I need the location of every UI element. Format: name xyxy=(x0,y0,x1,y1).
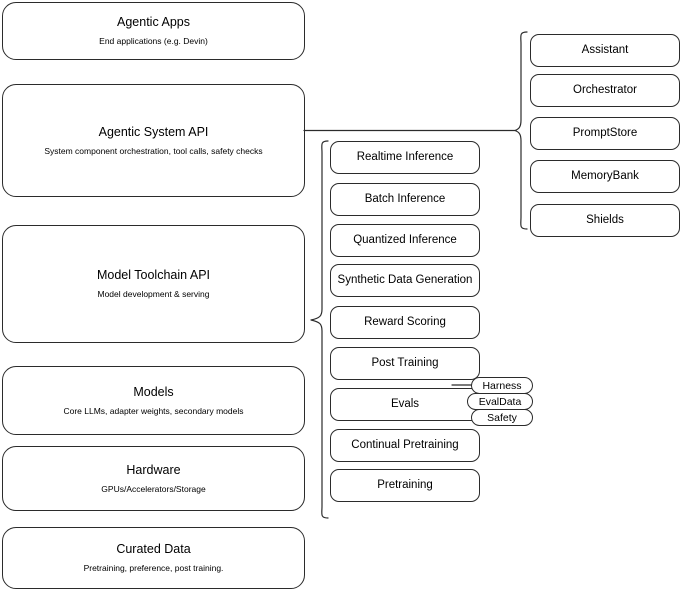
layer-subtitle: Model development & serving xyxy=(97,289,210,299)
system-component-promptstore[interactable]: PromptStore xyxy=(530,117,680,150)
toolchain-item-label: Post Training xyxy=(371,357,439,370)
layer-title: Curated Data xyxy=(116,542,191,557)
toolchain-item-realtime-inference[interactable]: Realtime Inference xyxy=(330,141,480,174)
eval-badge-label: Harness xyxy=(482,379,522,392)
layer-subtitle: GPUs/Accelerators/Storage xyxy=(101,483,206,494)
eval-badge-evaldata[interactable]: EvalData xyxy=(467,393,533,410)
toolchain-item-reward-scoring[interactable]: Reward Scoring xyxy=(330,306,480,339)
layer-title: Models xyxy=(133,384,174,399)
layer-subtitle: Core LLMs, adapter weights, secondary mo… xyxy=(63,405,244,416)
system-component-memorybank[interactable]: MemoryBank xyxy=(530,160,680,193)
brace-toolchain-items xyxy=(310,140,329,519)
toolchain-item-label: Reward Scoring xyxy=(364,316,446,329)
toolchain-item-quantized-inference[interactable]: Quantized Inference xyxy=(330,224,480,257)
layer-box-agentic-apps[interactable]: Agentic Apps End applications (e.g. Devi… xyxy=(2,2,305,60)
brace-system-components xyxy=(514,31,528,230)
layer-box-model-toolchain-api[interactable]: Model Toolchain API Model development & … xyxy=(2,225,305,343)
layer-subtitle: Pretraining, preference, post training. xyxy=(83,563,224,573)
system-component-label: MemoryBank xyxy=(571,170,639,183)
eval-badge-safety[interactable]: Safety xyxy=(471,409,533,426)
toolchain-item-pretraining[interactable]: Pretraining xyxy=(330,469,480,502)
system-component-label: PromptStore xyxy=(572,127,638,140)
layer-box-agentic-system-api[interactable]: Agentic System API System component orch… xyxy=(2,84,305,197)
layer-box-models[interactable]: Models Core LLMs, adapter weights, secon… xyxy=(2,366,305,435)
layer-subtitle: End applications (e.g. Devin) xyxy=(99,36,208,46)
toolchain-item-continual-pretraining[interactable]: Continual Pretraining xyxy=(330,429,480,462)
toolchain-item-label: Continual Pretraining xyxy=(351,439,459,452)
eval-badge-label: Safety xyxy=(487,411,517,424)
toolchain-item-evals[interactable]: Evals xyxy=(330,388,480,421)
system-component-label: Assistant xyxy=(581,44,629,57)
toolchain-item-label: Evals xyxy=(390,398,420,411)
layer-title: Model Toolchain API xyxy=(96,268,211,283)
toolchain-item-label: Synthetic Data Generation xyxy=(337,274,473,287)
layer-title: Hardware xyxy=(126,462,181,477)
system-component-label: Orchestrator xyxy=(573,84,637,97)
toolchain-item-post-training[interactable]: Post Training xyxy=(330,347,480,380)
toolchain-item-synthetic-data-generation[interactable]: Synthetic Data Generation xyxy=(330,264,480,297)
toolchain-item-label: Batch Inference xyxy=(364,193,446,206)
layer-title: Agentic Apps xyxy=(117,15,190,30)
toolchain-item-batch-inference[interactable]: Batch Inference xyxy=(330,183,480,216)
system-component-label: Shields xyxy=(586,214,624,227)
system-component-shields[interactable]: Shields xyxy=(530,204,680,237)
toolchain-item-label: Quantized Inference xyxy=(353,234,457,247)
toolchain-item-label: Pretraining xyxy=(377,479,433,492)
layer-box-curated-data[interactable]: Curated Data Pretraining, preference, po… xyxy=(2,527,305,589)
layer-title: Agentic System API xyxy=(98,124,209,139)
eval-badge-label: EvalData xyxy=(478,395,522,408)
eval-badge-harness[interactable]: Harness xyxy=(471,377,533,394)
layer-box-hardware[interactable]: Hardware GPUs/Accelerators/Storage xyxy=(2,446,305,511)
toolchain-item-label: Realtime Inference xyxy=(356,151,454,164)
layer-subtitle: System component orchestration, tool cal… xyxy=(44,145,263,156)
system-component-orchestrator[interactable]: Orchestrator xyxy=(530,74,680,107)
system-component-assistant[interactable]: Assistant xyxy=(530,34,680,67)
